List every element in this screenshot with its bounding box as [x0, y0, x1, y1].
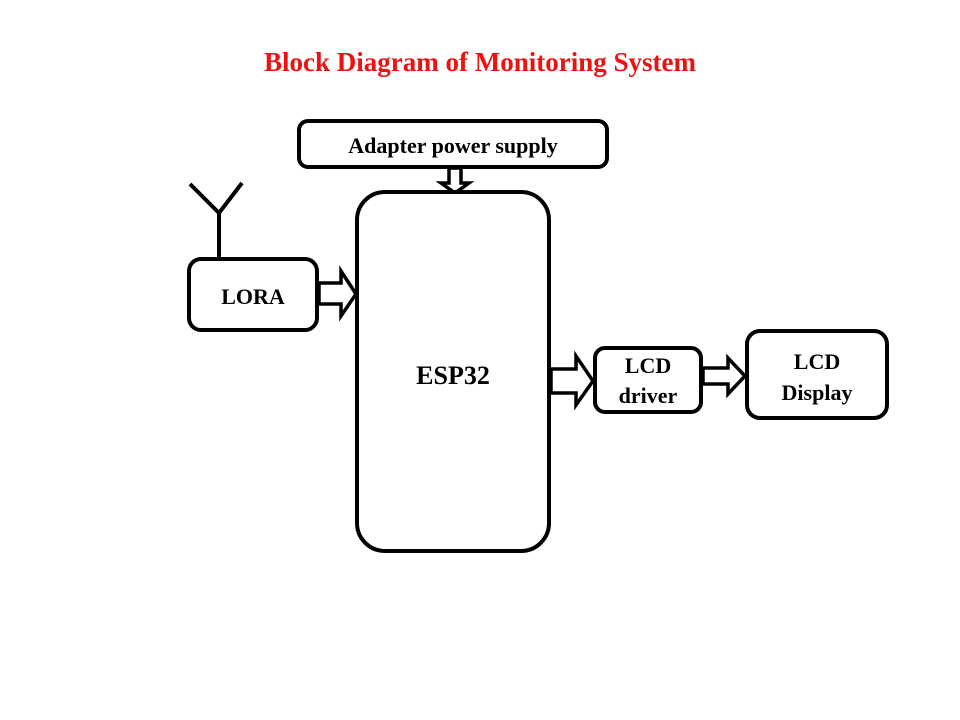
lcd-driver-block: LCD driver — [593, 346, 703, 414]
power-supply-block: Adapter power supply — [297, 119, 609, 169]
esp32-label: ESP32 — [416, 361, 490, 390]
lcd-display-label-line2: Display — [782, 380, 853, 405]
arrow-lora-to-esp32 — [317, 265, 359, 322]
lcd-display-block: LCD Display — [745, 329, 889, 420]
esp32-box — [355, 190, 551, 553]
lcd-display-label-line1: LCD — [794, 349, 840, 374]
antenna-icon — [188, 181, 244, 260]
lora-block: LORA — [187, 257, 319, 332]
lcd-driver-label-line2: driver — [619, 383, 678, 408]
lcd-driver-label-line1: LCD — [625, 353, 671, 378]
diagram-title: Block Diagram of Monitoring System — [264, 47, 696, 77]
lora-label: LORA — [221, 284, 285, 309]
arrow-power-to-esp32 — [435, 166, 475, 196]
lcd-display-box — [745, 329, 889, 420]
lora-box — [187, 257, 319, 332]
arrow-esp32-to-lcd-driver — [549, 350, 596, 411]
power-supply-label: Adapter power supply — [348, 133, 557, 158]
esp32-block: ESP32 — [355, 190, 551, 553]
lcd-driver-box — [593, 346, 703, 414]
arrow-lcd-driver-to-display — [701, 353, 748, 399]
